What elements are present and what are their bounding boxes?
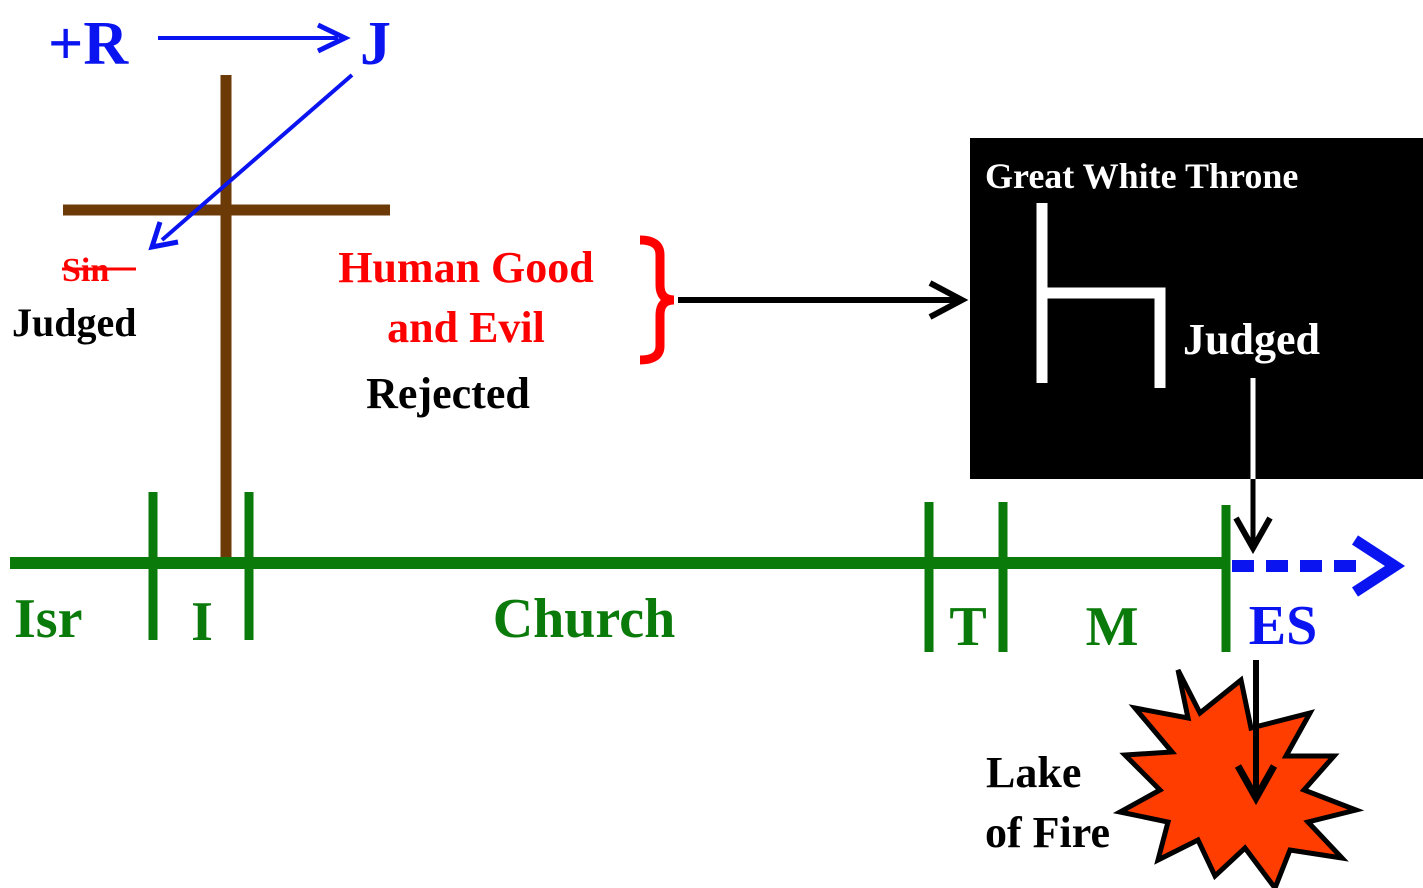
timeline-eternal-arrowhead	[1352, 535, 1406, 597]
brace-to-throne-arrowhead	[928, 280, 969, 320]
j-to-sin-arrowhead	[148, 221, 179, 251]
rejected-label: Rejected	[366, 369, 530, 418]
r-to-j-arrowhead	[316, 22, 351, 54]
lake-of-fire-line1: Lake	[986, 748, 1081, 797]
throne-icon	[1036, 203, 1166, 388]
es-to-fire-arrowhead	[1234, 764, 1278, 806]
judged-to-es-arrowhead	[1233, 516, 1273, 555]
curly-brace	[639, 235, 675, 365]
segment-i: I	[191, 591, 213, 653]
j-to-sin-arrow	[160, 73, 354, 242]
plus-r-label: +R	[48, 10, 129, 78]
segment-es: ES	[1249, 595, 1318, 657]
segment-isr: Isr	[14, 588, 82, 650]
segment-m: M	[1086, 596, 1139, 658]
segment-church: Church	[493, 588, 676, 650]
human-good-line1: Human Good	[338, 243, 594, 292]
lake-of-fire-line2: of Fire	[985, 808, 1110, 857]
throne-title: Great White Throne	[985, 156, 1298, 196]
sin-judged-label: Judged	[12, 300, 137, 345]
lake-of-fire-burst	[1112, 668, 1365, 888]
throne-judged-label: Judged	[1183, 315, 1320, 364]
segment-t: T	[949, 596, 986, 658]
j-label: J	[360, 10, 391, 78]
human-good-line2: and Evil	[387, 303, 545, 352]
